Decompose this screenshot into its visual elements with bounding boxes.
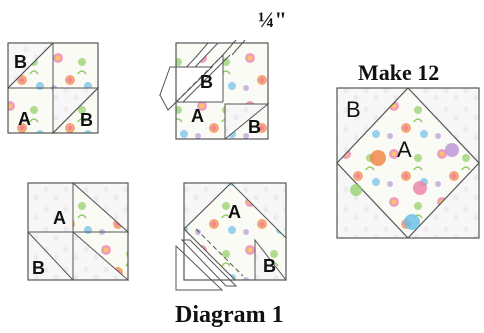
label-a: A <box>18 109 31 129</box>
label-b: B <box>346 97 361 122</box>
label-b: B <box>248 117 261 137</box>
label-a: A <box>191 106 204 126</box>
stitch-line <box>175 54 224 103</box>
diagram-caption: Diagram 1 <box>175 302 284 328</box>
label-a: A <box>228 202 241 222</box>
make-quantity-label: Make 12 <box>358 60 439 85</box>
unit-top-left: B A B <box>7 42 100 135</box>
unit-bottom-left: A B <box>27 181 130 281</box>
label-b: B <box>80 110 93 130</box>
trimmed-triangle <box>175 244 224 291</box>
label-b: B <box>14 52 27 72</box>
unit-top-middle: B A B ¼" <box>158 7 287 141</box>
unit-bottom-middle: A B <box>175 182 288 291</box>
label-b: B <box>200 72 213 92</box>
white-corner-triangle <box>224 103 270 141</box>
seam-allowance-label: ¼" <box>258 7 287 32</box>
stitch-line <box>195 228 244 277</box>
label-a: A <box>397 137 412 162</box>
label-b: B <box>263 256 276 276</box>
label-b: B <box>32 258 45 278</box>
finished-block: Make 12 B A <box>336 60 480 239</box>
finished-block-diamond <box>336 87 480 239</box>
label-a: A <box>53 208 66 228</box>
